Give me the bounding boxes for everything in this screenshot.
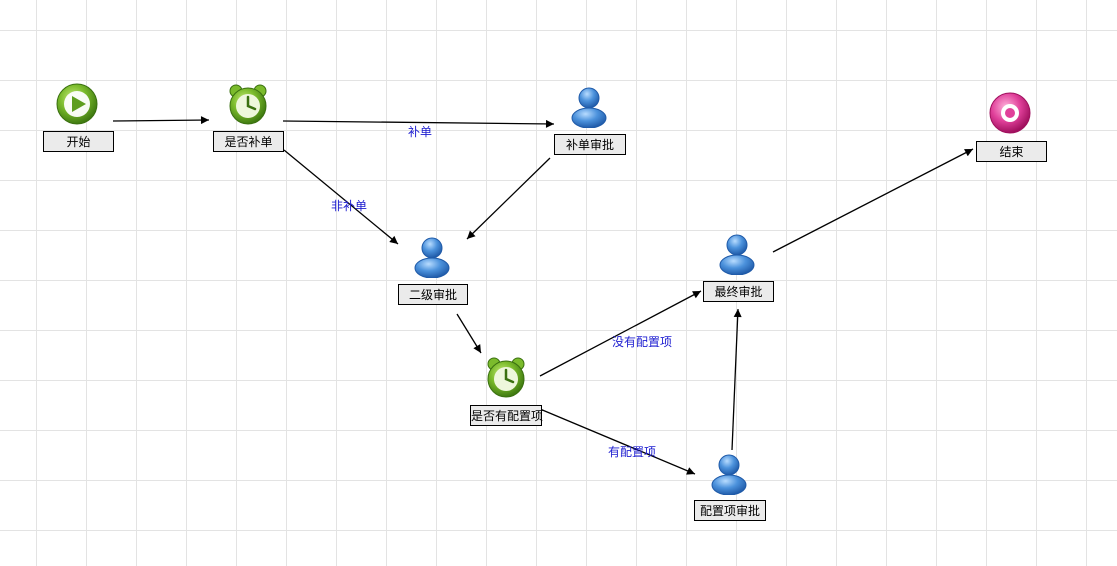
- edge-check-supplement-to-supplement-approval[interactable]: [282, 119, 555, 128]
- edge-label-supplement: 补单: [408, 125, 433, 139]
- node-label: 结束: [976, 141, 1047, 162]
- edge-check-config-to-final-approval[interactable]: [539, 290, 702, 377]
- edge-final-approval-to-end[interactable]: [772, 148, 974, 253]
- node-label: 开始: [43, 131, 114, 152]
- edge-supplement-approval-to-level2-approval[interactable]: [466, 157, 551, 240]
- edge-level2-approval-to-check-config[interactable]: [456, 313, 482, 354]
- alarm-clock-icon: [226, 82, 270, 126]
- stop-icon: [988, 91, 1032, 135]
- node-label: 补单审批: [554, 134, 626, 155]
- edge-label-no-config: 没有配置项: [612, 335, 673, 349]
- node-label: 二级审批: [398, 284, 468, 305]
- user-icon: [567, 84, 611, 129]
- edge-label-non-supplement: 非补单: [331, 199, 368, 213]
- user-icon: [715, 231, 759, 276]
- user-icon: [410, 234, 454, 279]
- play-icon: [55, 82, 99, 126]
- edge-check-supplement-to-level2-approval[interactable]: [283, 149, 399, 245]
- node-label: 是否补单: [213, 131, 284, 152]
- node-label: 配置项审批: [694, 500, 766, 521]
- edge-config-approval-to-final-approval[interactable]: [731, 308, 742, 451]
- user-icon: [707, 451, 751, 496]
- edge-label-has-config: 有配置项: [608, 445, 657, 459]
- node-label: 是否有配置项: [470, 405, 543, 426]
- alarm-clock-icon: [484, 355, 528, 399]
- node-label: 最终审批: [703, 281, 774, 302]
- edge-check-config-to-config-approval[interactable]: [539, 408, 696, 475]
- edge-start-to-check-supplement[interactable]: [112, 116, 210, 125]
